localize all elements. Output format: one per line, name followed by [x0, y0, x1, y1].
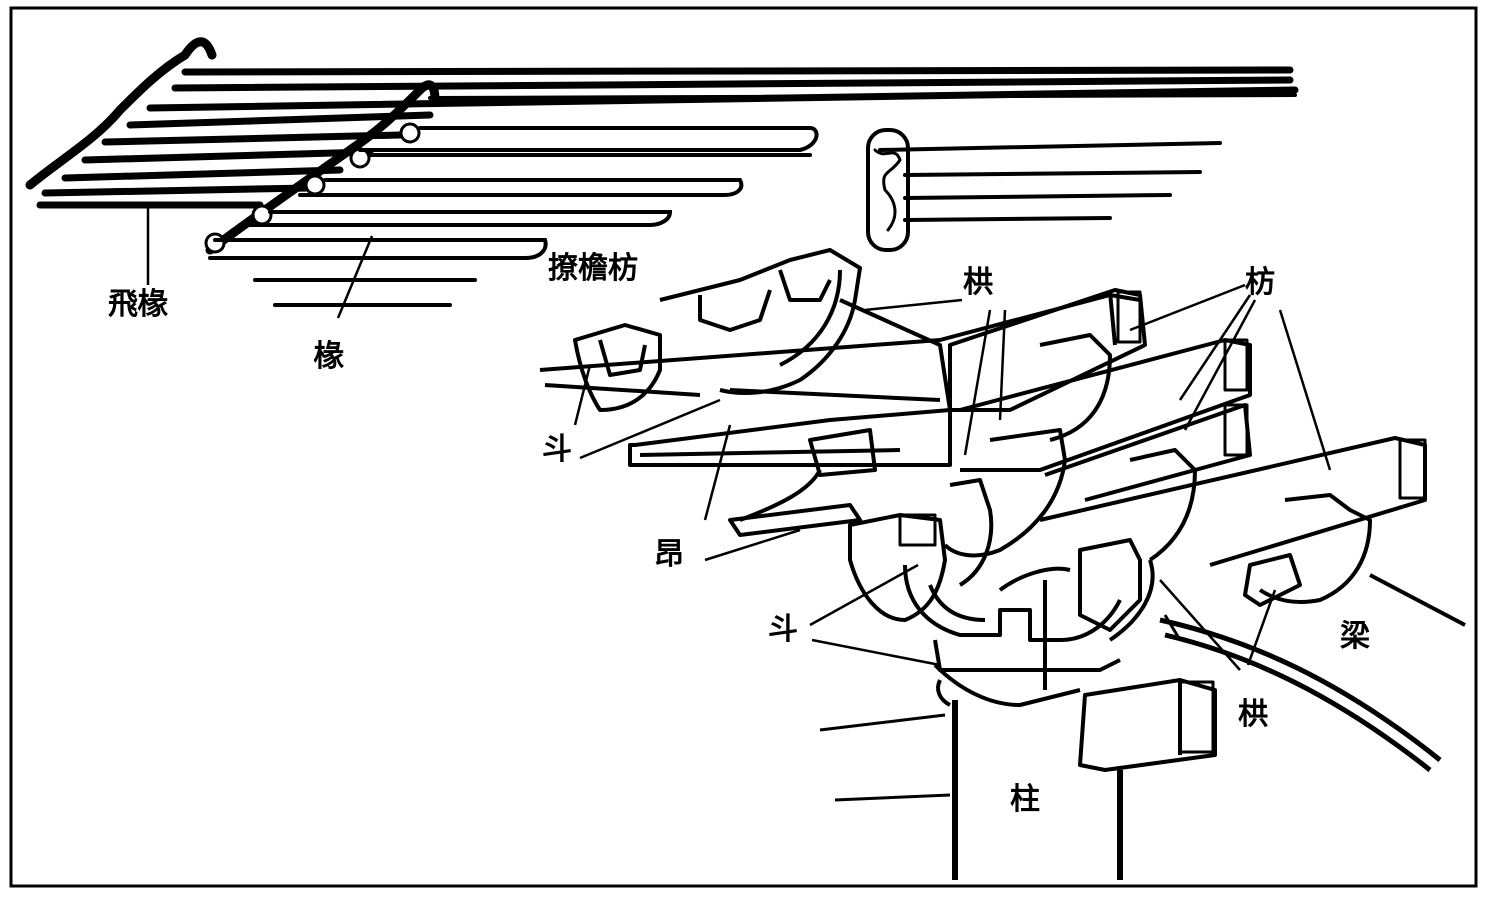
label-rafter: 椽: [314, 339, 344, 374]
tile-roof: [25, 37, 1299, 307]
label-cantilever: 昂: [654, 537, 684, 572]
label-bearing-block-left: 斗: [542, 432, 572, 467]
frame-border: [9, 6, 1478, 888]
rafters: [208, 126, 819, 307]
label-flying-rafter: 飛椽: [108, 287, 168, 322]
tile-lines: [36, 66, 1299, 209]
label-bearing-block-lower: 斗: [768, 612, 798, 647]
label-bracket-arm-lower: 栱: [1238, 697, 1268, 732]
carved-block-top: [866, 128, 910, 252]
label-eave-tie: 撩檐枋: [548, 251, 638, 286]
leader-lines: [146, 205, 1332, 671]
bracket-set: [539, 248, 1466, 880]
label-bracket-arm-top: 栱: [963, 265, 993, 300]
label-beam: 梁: [1340, 619, 1370, 654]
ridge-curl-left: [25, 37, 217, 190]
label-column: 柱: [1010, 782, 1040, 817]
label-tie-beam: 枋: [1245, 265, 1275, 300]
eave-lines: [428, 93, 1297, 222]
